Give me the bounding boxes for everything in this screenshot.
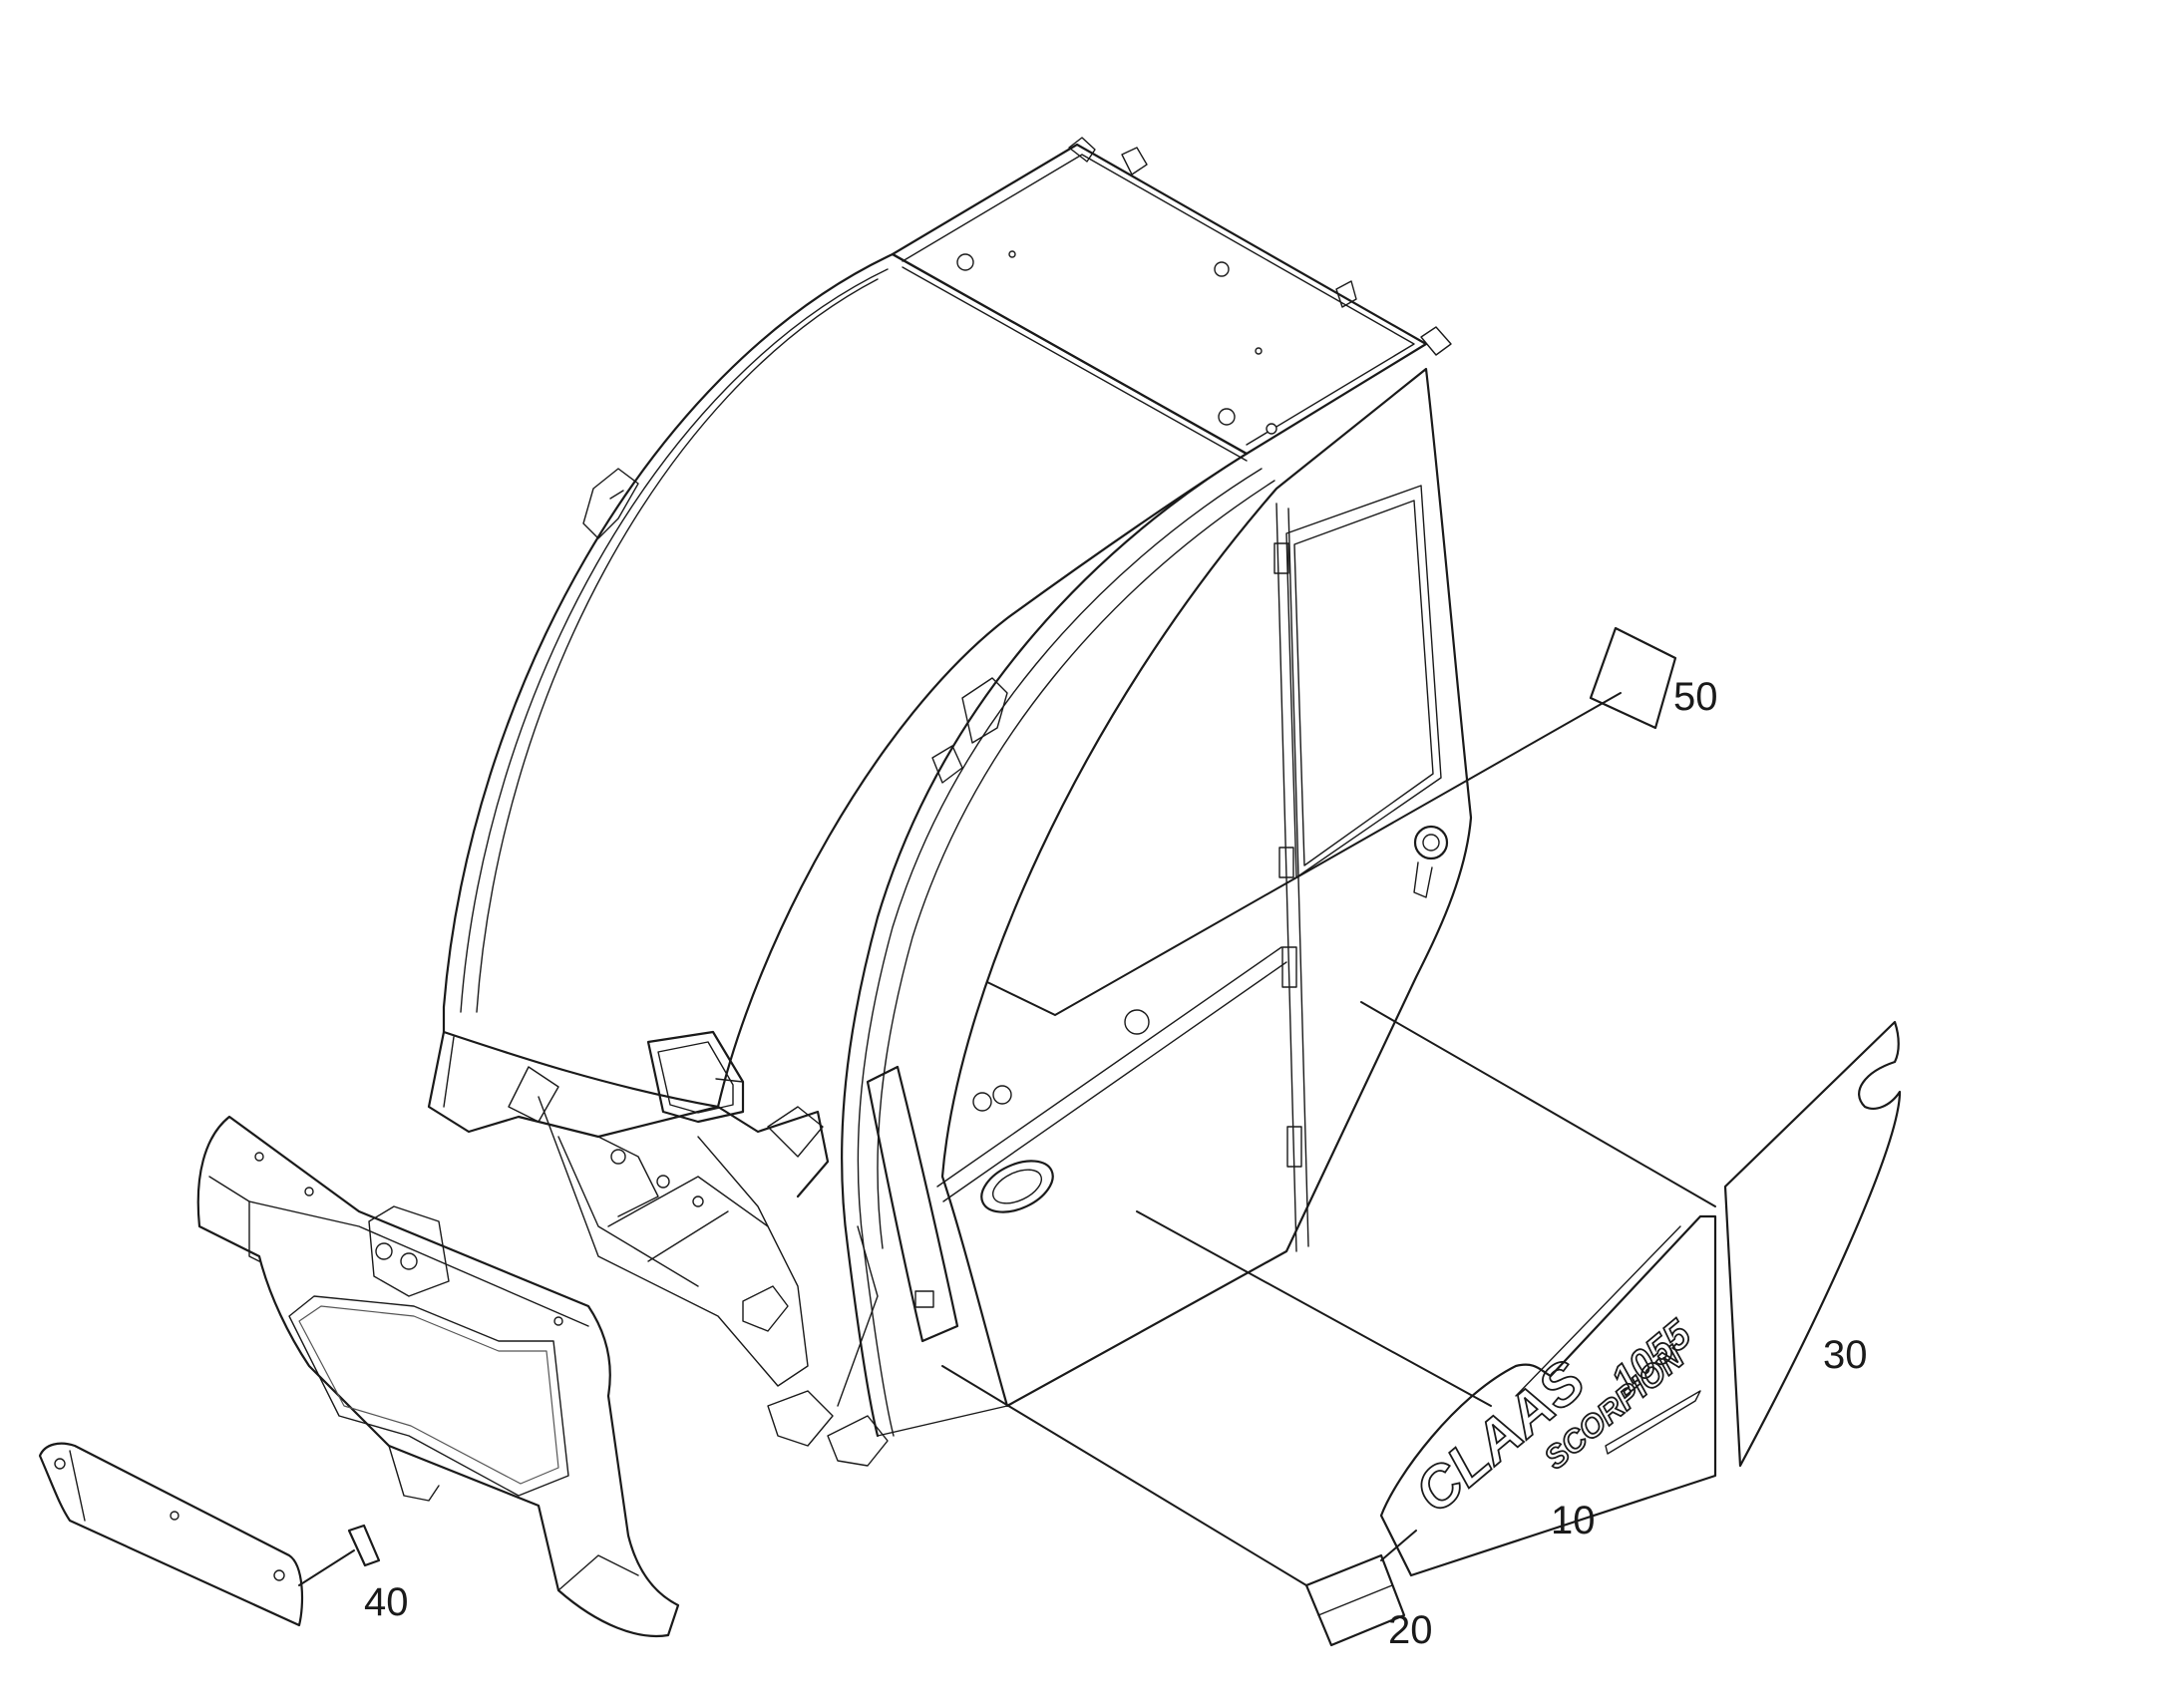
decal-20 (1304, 1553, 1406, 1647)
leader-40 (298, 1549, 355, 1586)
callout-40: 40 (364, 1580, 409, 1624)
decal-20-outline (1304, 1553, 1406, 1647)
decal-50 (1589, 626, 1677, 730)
callout-20: 20 (1388, 1608, 1433, 1652)
lower-plate (38, 1442, 304, 1627)
cab-door (940, 367, 1473, 1408)
callout-50: 50 (1673, 675, 1718, 719)
callout-labels: 50 30 10 20 40 (364, 675, 1868, 1652)
decal-40 (347, 1524, 381, 1567)
cab-base (427, 1030, 830, 1198)
door-handle (980, 1160, 1054, 1213)
leader-20b (1380, 1530, 1417, 1561)
door-window (1285, 485, 1442, 878)
leader-20 (941, 1365, 1307, 1586)
side-trim-panel (196, 1115, 680, 1637)
leader-10a (1136, 1210, 1492, 1407)
decal-10: CLAAS 1055 SCORPION (1379, 1214, 1717, 1577)
cab-body (427, 137, 1473, 1467)
front-corner-glass (866, 1065, 959, 1343)
trim-panel-outline (196, 1115, 680, 1637)
leader-lines (298, 692, 1716, 1586)
leader-10b (1360, 1001, 1716, 1207)
decal-10-outline (1379, 1214, 1717, 1577)
callout-30: 30 (1823, 1333, 1868, 1377)
chassis-frame (538, 1096, 809, 1387)
front-pillar (841, 452, 1249, 1438)
rear-glass-panel (442, 252, 1249, 1109)
lower-plate-outline (38, 1442, 304, 1627)
decal-30 (1723, 1020, 1902, 1468)
callout-10: 10 (1551, 1499, 1596, 1542)
door-lock (1413, 825, 1449, 860)
leader-50 (986, 692, 1622, 1017)
work-light (646, 1030, 745, 1124)
trim-panel-recess (288, 1295, 569, 1497)
